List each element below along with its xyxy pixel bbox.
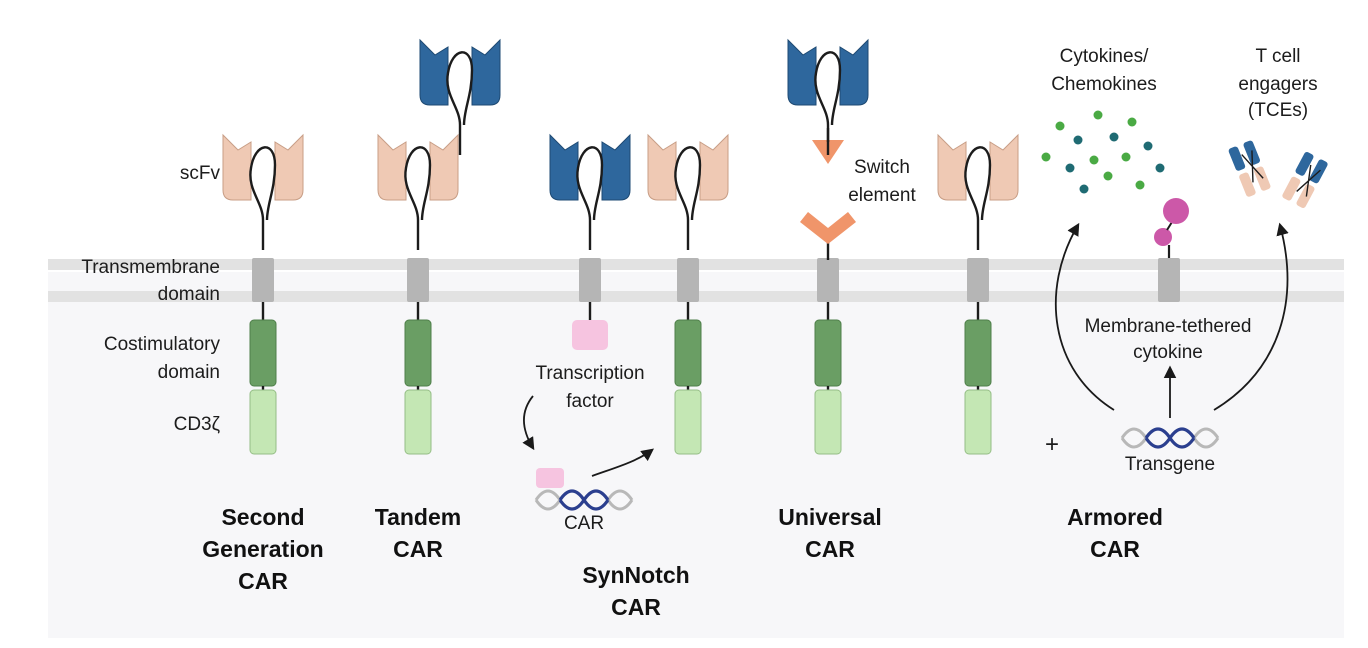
membrane-tethered-cytokine: [1154, 198, 1189, 302]
cytokine-dots: [1041, 110, 1165, 194]
second-generation-title-line2: Generation: [202, 536, 323, 562]
costimulatory-label-line2: domain: [158, 362, 220, 383]
tce-label: T cell: [1255, 46, 1300, 67]
cd3z-label: CD3ζ: [174, 414, 221, 435]
scfv-label: scFv: [180, 163, 221, 184]
tce-molecule-left: [1228, 140, 1271, 197]
expression-arrow: [591, 448, 655, 477]
transmembrane-label: Transmembrane: [81, 257, 220, 278]
translocation-arrow: [522, 395, 535, 451]
car-gene-label: CAR: [564, 513, 604, 534]
costimulatory-label: Costimulatory: [104, 334, 221, 355]
tf-bound-to-dna: [536, 468, 564, 488]
plus-sign: +: [1045, 431, 1059, 458]
universal-car: [786, 38, 870, 456]
transcription-factor: [572, 320, 608, 350]
cytokines-label: Cytokines/: [1060, 46, 1149, 67]
second-generation-title-line3: CAR: [238, 568, 288, 594]
tce-label-line3: (TCEs): [1248, 100, 1308, 121]
synnotch-title: SynNotch: [582, 562, 689, 588]
tandem-title-line2: CAR: [393, 536, 443, 562]
arrow-to-cytokines: [1054, 222, 1115, 411]
synnotch-receptor: [548, 133, 632, 350]
transmembrane-label-line2: domain: [158, 284, 220, 305]
second-generation-title: Second: [221, 504, 304, 530]
universal-title: Universal: [778, 504, 882, 530]
arrow-to-tces: [1213, 222, 1289, 411]
switch-element-label: Switch: [854, 157, 910, 178]
armored-title-line2: CAR: [1090, 536, 1140, 562]
transcription-factor-label: Transcription: [535, 363, 644, 384]
transcription-factor-label-line2: factor: [566, 391, 614, 412]
universal-title-line2: CAR: [805, 536, 855, 562]
switch-receptor: [800, 212, 856, 244]
tce-label-line2: engagers: [1238, 74, 1317, 95]
transgene-label: Transgene: [1125, 454, 1215, 475]
tandem-title: Tandem: [375, 504, 461, 530]
switch-element-label-line2: element: [848, 185, 916, 206]
armored-title: Armored: [1067, 504, 1163, 530]
membrane-tethered-label: Membrane-tethered: [1085, 316, 1252, 337]
synnotch-title-line2: CAR: [611, 594, 661, 620]
membrane-tethered-label-line2: cytokine: [1133, 342, 1203, 363]
cytokines-label-line2: Chemokines: [1051, 74, 1157, 95]
tce-molecule-right: [1282, 151, 1328, 209]
